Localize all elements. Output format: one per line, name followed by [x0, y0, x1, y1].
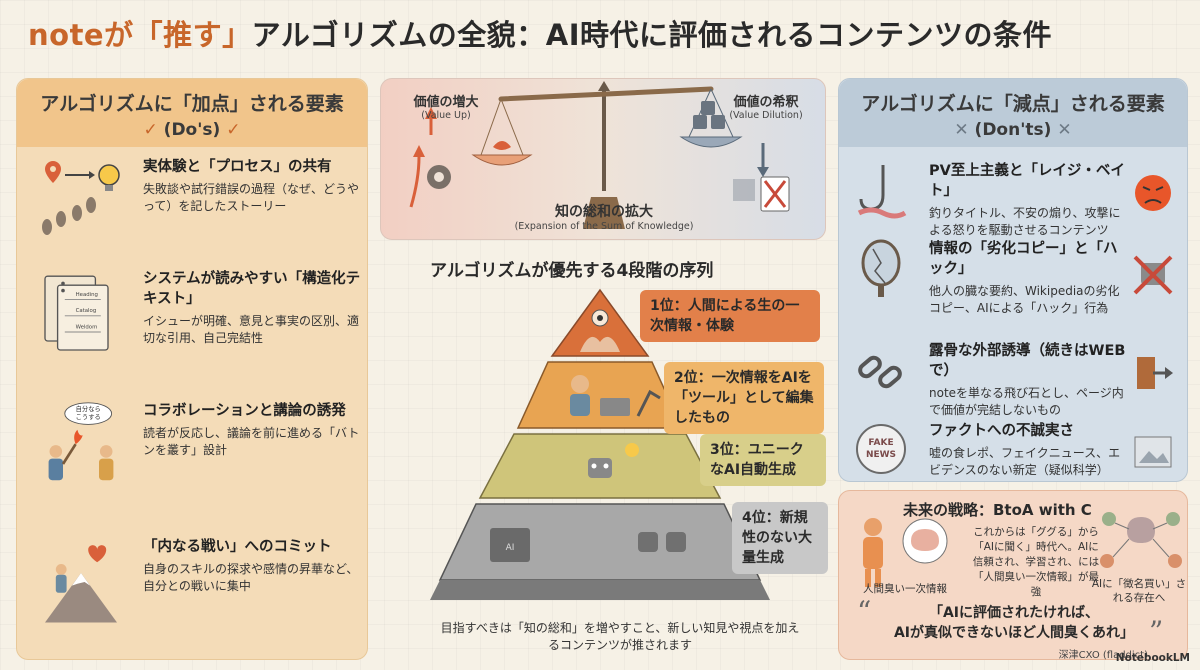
exit-door-icon [1137, 357, 1173, 389]
future-quote: 「AIに評価されたければ、 AIが真似できないほど人間臭くあれ」 [851, 603, 1177, 643]
dos-panel: アルゴリズムに「加点」される要素 ✓ (Do's) ✓ 実体験と「プロセス」の共… [16, 78, 368, 660]
donts-item-desc: 釣りタイトル、不安の煽り、攻撃による怒りを駆動させるコンテンツ [929, 206, 1121, 237]
donts-subtitle: (Don'ts) [974, 120, 1052, 140]
future-right-caption: AIに「徴名買い」される存在へ [1091, 578, 1187, 604]
robot-icon [588, 458, 612, 478]
value-dilution-sub: (Value Dilution) [729, 110, 803, 121]
donts-panel: アルゴリズムに「減点」される要素 ✕ (Don'ts) ✕ PV至上主義と「レイ… [838, 78, 1188, 482]
person-icon [571, 375, 589, 393]
robot-icon [666, 532, 686, 552]
pyramid-label-2: 2位：一次情報をAIを「ツール」として編集したもの [664, 362, 824, 434]
lightbulb-icon [625, 443, 639, 457]
dos-header: アルゴリズムに「加点」される要素 ✓ (Do's) ✓ [17, 79, 367, 147]
doc-label: Weldom [76, 324, 98, 330]
cross-icon: ✕ [954, 120, 969, 140]
svg-text:AI: AI [506, 543, 515, 553]
robot-icon [638, 532, 658, 552]
donts-item-title: 情報の「劣化コピー」と「ハック」 [929, 241, 1118, 277]
pyramid-note: 目指すべきは「知の総和」を増やすこと、新しい知見や視点を加えるコンテンツが推され… [440, 621, 800, 652]
future-text: これからは「ググる」から「AIに聞く」時代へ。AIに信頼され、学習され、には「人… [972, 526, 1100, 598]
image-placeholder-icon [1134, 436, 1172, 468]
angry-face-icon [1135, 175, 1171, 211]
donts-header: アルゴリズムに「減点」される要素 ✕ (Don'ts) ✕ [839, 79, 1187, 147]
pyramid-label-4: 4位：新規性のない大量生成 [732, 502, 828, 574]
robot-arm-icon [636, 389, 661, 417]
open-quote-icon: “ [857, 595, 872, 628]
pyramid-title: アルゴリズムが優先する4段階の序列 [430, 261, 714, 281]
doc-label: Catalog [76, 308, 97, 314]
dos-item-desc: 失敗談や試行錯誤の過程（なぜ、どうやって）を記したストーリー [143, 182, 360, 213]
svg-text:NEWS: NEWS [866, 450, 896, 460]
title-suffix: アルゴリズムの全貌：AI時代に評価されるコンテンツの条件 [251, 18, 1052, 52]
server-icon [490, 528, 530, 562]
donts-item-desc: 嘘の食レポ、フェイクニュース、エビデンスのない新定（疑似科学） [929, 446, 1121, 477]
pyramid-base [430, 580, 770, 600]
dos-subtitle-row: ✓ (Do's) ✓ [17, 120, 367, 140]
donts-item-desc: noteを単なる飛び石とし、ページ内で価値が完結しないもの [929, 386, 1124, 417]
pyramid-label-3: 3位：ユニークなAI自動生成 [700, 434, 826, 486]
page-title: noteが「推す」アルゴリズムの全貌：AI時代に評価されるコンテンツの条件 [28, 12, 1178, 64]
svg-text:こうする: こうする [76, 413, 101, 421]
laptop-icon [600, 398, 630, 416]
cross-icon: ✕ [1057, 120, 1072, 140]
quote-line-2: AIが真似できないほど人間臭くあれ」 [893, 625, 1135, 641]
dos-item-desc: 読者が反応し、議論を前に進める「バトンを叢す」設計 [143, 426, 360, 457]
value-up-sub: (Value Up) [421, 110, 471, 121]
priority-pyramid: AI [430, 288, 770, 600]
lightbulb-footprints-icon [42, 161, 120, 235]
mountain-climber-icon [45, 545, 117, 623]
ai-network-icon [1100, 512, 1182, 568]
broken-mirror-icon [861, 239, 901, 297]
donts-item-desc: 他人の臓な要約、Wikipediaの劣化コピー、AIによる「ハック」行為 [929, 284, 1120, 315]
doc-label: Heading [76, 292, 98, 298]
value-dilution-title: 価値の希釈 [733, 95, 799, 110]
person-with-brain-icon [863, 518, 948, 587]
dos-item-title: 実体験と「プロセス」の共有 [143, 159, 332, 175]
document-stack-icon: Heading Catalog Weldom [44, 275, 109, 351]
crossed-robot-icon [1133, 255, 1173, 295]
donts-item-title: ファクトへの不誠実さ [929, 423, 1074, 439]
dos-item-desc: イシューが明確、意見と事実の区別、適切な引用、自己完結性 [143, 314, 360, 345]
close-quote-icon: ” [1149, 615, 1164, 648]
title-prefix: noteが [28, 18, 134, 52]
knowledge-sum-label: 知の総和の拡大 (Expansion of the Sum of Knowled… [481, 201, 727, 232]
value-up-label: 価値の増大 (Value Up) [391, 91, 501, 121]
future-title: 未来の戦略：BtoA with C [903, 501, 1092, 519]
donts-title: アルゴリズムに「減点」される要素 [861, 93, 1165, 115]
future-left-caption: 人間臭い一次情報 [863, 583, 947, 595]
dos-item-title: システムが読みやすい「構造化テキスト」 [143, 271, 361, 307]
svg-text:自分なら: 自分なら [76, 404, 101, 413]
fake-news-stamp-icon: FAKE NEWS [856, 424, 906, 474]
check-icon: ✓ [226, 120, 241, 140]
knowledge-sum-sub: (Expansion of the Sum of Knowledge) [514, 221, 694, 232]
pyramid-level-4 [438, 503, 762, 581]
title-accent: 「推す」 [133, 18, 252, 52]
dos-subtitle: (Do's) [163, 120, 221, 140]
dos-title: アルゴリズムに「加点」される要素 [40, 93, 344, 115]
dos-item-title: 「内なる戦い」へのコミット [143, 539, 332, 555]
fishing-hook-icon [857, 165, 907, 219]
svg-text:FAKE: FAKE [868, 438, 893, 448]
future-strategy-panel: 未来の戦略：BtoA with C これからは「ググる」から「AIに聞く」時代へ… [838, 490, 1188, 660]
balance-scale-icon [409, 81, 790, 229]
broken-link-icon [858, 355, 902, 389]
balance-scale-panel: 価値の増大 (Value Up) 価値の希釈 (Value Dilution) … [380, 78, 826, 240]
hands-icon [580, 336, 620, 352]
donts-subtitle-row: ✕ (Don'ts) ✕ [839, 120, 1187, 140]
donts-item-title: 露骨な外部誘導（続きはWEBで） [929, 343, 1126, 379]
value-up-title: 価値の増大 [413, 95, 479, 110]
quote-line-1: 「AIに評価されたければ、 [928, 605, 1100, 621]
value-dilution-label: 価値の希釈 (Value Dilution) [711, 91, 821, 121]
donts-item-title: PV至上主義と「レイジ・ベイト」 [929, 163, 1125, 199]
check-icon: ✓ [143, 120, 158, 140]
knowledge-sum-title: 知の総和の拡大 [555, 204, 653, 220]
notebooklm-logo: NotebookLM [1115, 652, 1190, 664]
torch-relay-icon: 自分なら こうする [48, 402, 114, 481]
pyramid-label-1: 1位：人間による生の一次情報・体験 [640, 290, 820, 342]
dos-item-desc: 自身のスキルの探求や感情の昇華など、自分との戦いに集中 [143, 562, 359, 593]
quote-author: 深津CXO (fladdict) [1058, 650, 1148, 661]
dos-item-title: コラボレーションと講論の誘発 [143, 403, 346, 419]
